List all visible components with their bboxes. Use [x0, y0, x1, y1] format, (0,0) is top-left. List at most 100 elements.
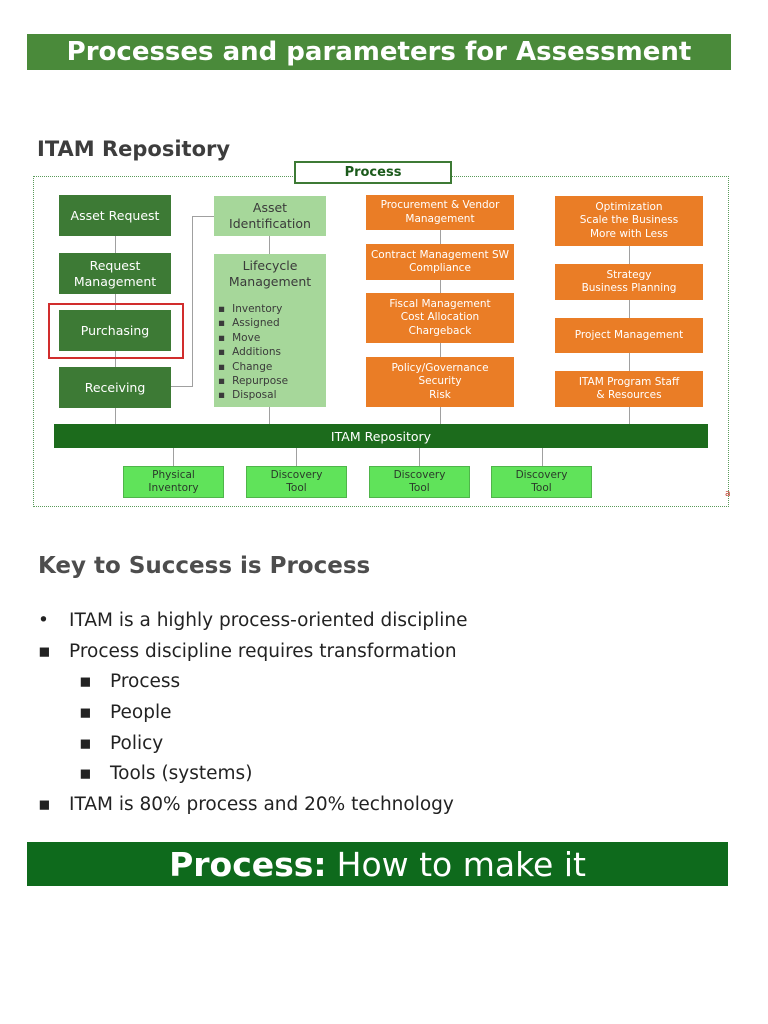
connector [440, 407, 441, 424]
box-label: ITAM Program Staff [578, 375, 680, 388]
connector [115, 351, 116, 367]
lifecycle-item: Assigned [218, 316, 288, 330]
box-label: Identification [229, 216, 311, 231]
optimization-box: Optimization Scale the Business More wit… [555, 196, 703, 246]
connector [440, 343, 441, 357]
box-label: Contract Management SW [370, 248, 510, 261]
bullet-text: Process discipline requires transformati… [69, 640, 457, 662]
connector [269, 236, 270, 254]
connector [542, 448, 543, 466]
bullet-item: • ITAM is a highly process-oriented disc… [38, 605, 468, 636]
connector [629, 353, 630, 371]
box-label: Management [73, 273, 157, 289]
discovery-tool-box: Discovery Tool [369, 466, 470, 498]
box-label: Tool [286, 482, 307, 494]
fiscal-management-box: Fiscal Management Cost Allocation Charge… [366, 293, 514, 343]
connector [629, 407, 630, 424]
connector [115, 408, 116, 424]
diagram-section-title: ITAM Repository [37, 137, 231, 161]
box-label: Tool [531, 482, 552, 494]
bullet-marker: ▪ [38, 793, 51, 815]
connector [440, 230, 441, 244]
box-label: Project Management [574, 328, 684, 341]
connector [192, 216, 214, 217]
box-label: Receiving [84, 379, 146, 395]
request-management-box: Request Management [59, 253, 171, 294]
box-label: More with Less [589, 227, 669, 240]
box-label: Management [228, 273, 312, 289]
banner-title: Processes and parameters for Assessment [66, 37, 692, 67]
process-label: Process [294, 161, 452, 184]
box-label: Compliance [409, 262, 471, 274]
bullet-text: Tools (systems) [110, 763, 253, 785]
itam-program-staff-box: ITAM Program Staff & Resources [555, 371, 703, 407]
bullet-marker: ▪ [79, 763, 92, 785]
purchasing-highlight-outline [48, 303, 184, 359]
connector [269, 407, 270, 424]
footer-bold-text: Process: [169, 844, 327, 884]
lifecycle-item: Change [218, 360, 288, 374]
connector [629, 246, 630, 264]
connector [440, 280, 441, 293]
footer-banner: Process: How to make it [27, 842, 728, 886]
lifecycle-item: Inventory [218, 302, 288, 316]
receiving-box: Receiving [59, 367, 171, 408]
connector [115, 294, 116, 310]
sub-bullet-item: ▪ Process [38, 666, 468, 697]
box-label: Lifecycle [242, 258, 298, 273]
repository-bar-label: ITAM Repository [330, 428, 432, 444]
connector [171, 386, 192, 387]
key-bullet-list: • ITAM is a highly process-oriented disc… [38, 605, 468, 820]
process-label-text: Process [344, 165, 402, 180]
box-label: Fiscal Management [389, 298, 491, 311]
connector [296, 448, 297, 466]
sub-bullet-item: ▪ People [38, 697, 468, 728]
connector [173, 448, 174, 466]
box-label: Management [405, 212, 475, 225]
box-label: Physical [152, 468, 195, 481]
discovery-tool-box: Discovery Tool [246, 466, 347, 498]
footer-text: How to make it [336, 844, 586, 884]
box-label: Chargeback [408, 324, 472, 337]
corner-mark: a [725, 489, 731, 499]
box-label: Policy/Governance [391, 362, 489, 375]
bullet-text: Process [110, 671, 181, 693]
box-label: Purchasing [80, 322, 150, 338]
contract-management-box: Contract Management SW Compliance [366, 244, 514, 280]
bullet-text: ITAM is 80% process and 20% technology [69, 793, 454, 815]
bullet-marker: ▪ [79, 671, 92, 693]
sub-bullet-item: ▪ Tools (systems) [38, 758, 468, 789]
connector [115, 236, 116, 253]
key-section-title: Key to Success is Process [38, 553, 371, 579]
strategy-box: Strategy Business Planning [555, 264, 703, 300]
box-label: Discovery [270, 468, 323, 481]
lifecycle-item: Repurpose [218, 374, 288, 388]
box-label: Discovery [515, 468, 568, 481]
bullet-marker: ▪ [38, 640, 51, 662]
bullet-marker: • [38, 609, 49, 631]
box-label: Business Planning [581, 282, 677, 294]
lifecycle-items-list: Inventory Assigned Move Additions Change… [218, 302, 288, 403]
box-label: Optimization [595, 201, 663, 214]
lifecycle-item: Disposal [218, 388, 288, 402]
box-label: & Resources [596, 389, 662, 401]
box-label: Security [418, 375, 462, 388]
box-label: Cost Allocation [400, 311, 480, 324]
page-banner: Processes and parameters for Assessment [27, 34, 731, 70]
box-label: Discovery [393, 468, 446, 481]
bullet-item: ▪ Process discipline requires transforma… [38, 636, 468, 667]
connector [192, 216, 193, 387]
project-management-box: Project Management [555, 318, 703, 353]
box-label: Inventory [148, 482, 199, 494]
box-label: Asset Request [70, 207, 160, 223]
discovery-tool-box: Discovery Tool [491, 466, 592, 498]
policy-governance-box: Policy/Governance Security Risk [366, 357, 514, 407]
box-label: Scale the Business [579, 214, 679, 227]
lifecycle-item: Move [218, 331, 288, 345]
bullet-marker: ▪ [79, 701, 92, 723]
bullet-text: ITAM is a highly process-oriented discip… [69, 609, 468, 631]
bullet-marker: ▪ [79, 732, 92, 754]
procurement-vendor-box: Procurement & Vendor Management [366, 195, 514, 230]
bullet-text: Policy [110, 732, 164, 754]
asset-request-box: Asset Request [59, 195, 171, 236]
